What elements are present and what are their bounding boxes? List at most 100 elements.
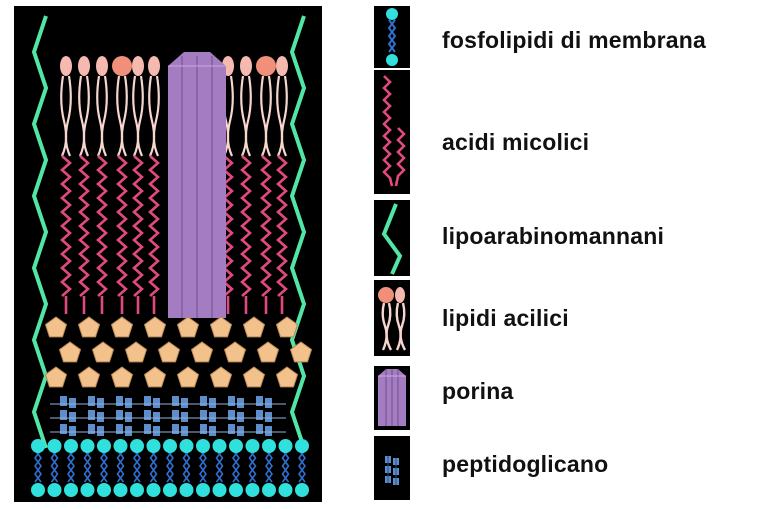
phospholipid-head: [114, 483, 128, 497]
arabinogalactan-sugar: [178, 317, 199, 337]
legend-icon-acyl: [374, 280, 410, 356]
mycolic-acid-chain: [98, 156, 106, 296]
phospholipid-head: [262, 483, 276, 497]
legend-label-lam: lipoarabinomannani: [442, 223, 664, 250]
phospholipid-head: [114, 439, 128, 453]
peptidoglycan-block: [97, 412, 104, 422]
legend-label-pg: peptidoglicano: [442, 451, 608, 478]
arabinogalactan-sugar: [46, 367, 67, 387]
peptidoglycan-block: [125, 398, 132, 408]
acyl-lipid-head: [256, 56, 276, 76]
peptidoglycan-block: [265, 412, 272, 422]
phospholipid-icon: [374, 6, 410, 68]
acyl-lipid-tail: [84, 76, 89, 156]
arabinogalactan-sugar: [112, 317, 133, 337]
peptidoglycan-block: [181, 398, 188, 408]
legend-label-porin: porina: [442, 378, 513, 405]
phospholipid-head: [97, 483, 111, 497]
peptidoglycan-block: [181, 412, 188, 422]
phospholipid-head: [180, 483, 194, 497]
phospholipid-head: [64, 439, 78, 453]
acyl-lipid-head: [60, 56, 72, 76]
arabinogalactan-sugar: [60, 342, 81, 362]
acyl-lipid-head: [96, 56, 108, 76]
arabinogalactan-sugar: [244, 317, 265, 337]
peptidoglycan-block: [237, 412, 244, 422]
peptidoglycan-block: [153, 412, 160, 422]
mycolic-acid-chain: [62, 156, 70, 296]
mycolic-acid-chain: [242, 156, 250, 296]
porin-icon: [374, 366, 410, 430]
acyl-lipid-tail: [246, 76, 251, 156]
legend-icon-mycolic: [374, 70, 410, 194]
arabinogalactan-sugar: [79, 367, 100, 387]
phospholipid-head: [48, 439, 62, 453]
phospholipid-head: [147, 439, 161, 453]
legend-icon-lam: [374, 200, 410, 276]
legend-icon-porin: [374, 366, 410, 430]
phospholipid-head: [196, 483, 210, 497]
arabinogalactan-sugar: [79, 317, 100, 337]
phospholipid-head: [180, 439, 194, 453]
arabinogalactan-sugar: [225, 342, 246, 362]
arabinogalactan-sugar: [93, 342, 114, 362]
phospholipid-head: [229, 439, 243, 453]
phospholipid-head: [81, 483, 95, 497]
arabinogalactan-sugar: [244, 367, 265, 387]
phospholipid-head: [213, 439, 227, 453]
acyl-lipid-head: [276, 56, 288, 76]
phospholipid-head: [64, 483, 78, 497]
acyl-lipid-head: [132, 56, 144, 76]
legend-label-acyl: lipidi acilici: [442, 305, 569, 332]
phospholipid-head: [31, 483, 45, 497]
phospholipid-head: [81, 439, 95, 453]
peptidoglycan-block: [97, 398, 104, 408]
legend-icon-pg: [374, 436, 410, 500]
mycolic-acid-chain: [80, 156, 88, 296]
arabinogalactan-sugar: [258, 342, 279, 362]
phospholipid-head: [97, 439, 111, 453]
acyl-lipid-tail: [66, 76, 71, 156]
peptidoglycan-block: [237, 426, 244, 436]
phospholipid-head: [213, 483, 227, 497]
arabinogalactan-sugar: [46, 317, 67, 337]
peptidoglycan-block: [237, 398, 244, 408]
phospholipid-head: [279, 483, 293, 497]
phospholipid-head: [246, 439, 260, 453]
peptidoglycan-icon: [374, 436, 410, 500]
phospholipid-head: [31, 439, 45, 453]
legend-icon-phospholipid: [374, 6, 410, 68]
phospholipid-head: [295, 483, 309, 497]
acyl-lipid-tail: [102, 76, 107, 156]
phospholipid-head: [262, 439, 276, 453]
arabinogalactan-sugar: [112, 367, 133, 387]
arabinogalactan-sugar: [145, 367, 166, 387]
mycolic-acid-chain: [150, 156, 158, 296]
arabinogalactan-sugar: [126, 342, 147, 362]
peptidoglycan-block: [209, 412, 216, 422]
phospholipid-head: [295, 439, 309, 453]
peptidoglycan-block: [97, 426, 104, 436]
peptidoglycan-block: [153, 398, 160, 408]
phospholipid-head: [246, 483, 260, 497]
lipoarabinomannan-left: [34, 16, 46, 448]
arabinogalactan-sugar: [178, 367, 199, 387]
peptidoglycan-block: [69, 398, 76, 408]
acyl-lipid-head: [78, 56, 90, 76]
phospholipid-head: [163, 439, 177, 453]
legend-label-phospholipid: fosfolipidi di membrana: [442, 27, 706, 54]
phospholipid-head: [279, 439, 293, 453]
phospholipid-head: [147, 483, 161, 497]
peptidoglycan-block: [209, 398, 216, 408]
mycolic-acid-chain: [262, 156, 270, 296]
arabinogalactan-sugar: [277, 317, 298, 337]
peptidoglycan-block: [69, 426, 76, 436]
mycolic-acid-chain: [278, 156, 286, 296]
acyl-lipid-tail: [266, 76, 271, 156]
phospholipid-head: [48, 483, 62, 497]
acyl-lipid-tail: [138, 76, 143, 156]
phospholipid-head: [196, 439, 210, 453]
phospholipid-head: [130, 483, 144, 497]
phospholipid-head: [229, 483, 243, 497]
arabinogalactan-sugar: [277, 367, 298, 387]
